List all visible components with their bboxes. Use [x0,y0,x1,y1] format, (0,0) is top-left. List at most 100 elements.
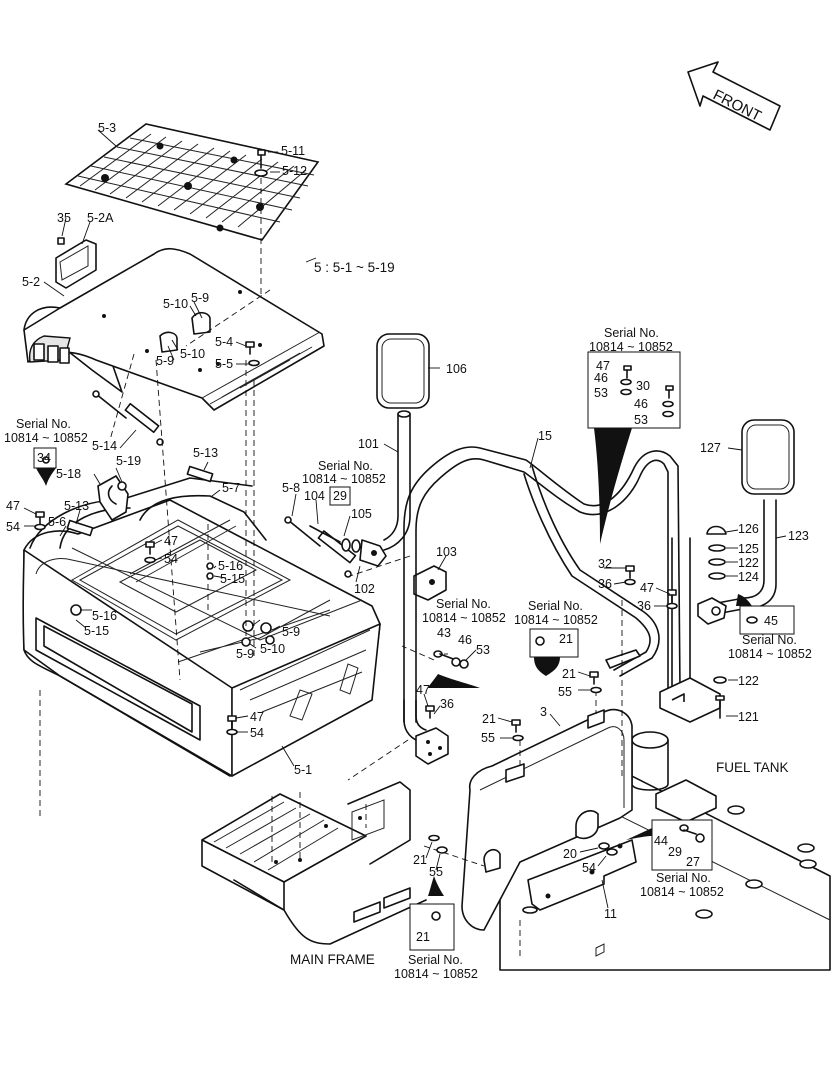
callout-104: 104 [304,489,325,503]
serial-box-34 [33,447,57,486]
serial-label: Serial No. [656,871,711,885]
callout-54: 54 [6,520,20,534]
pin-hardware-104 [309,525,387,567]
callout-5-15: 5-15 [220,572,245,586]
callout-5-5: 5-5 [215,357,233,371]
callout-127: 127 [700,441,721,455]
serial-box-45 [736,594,795,635]
callout-5-13: 5-13 [193,446,218,460]
serial-range: 10814 ~ 10852 [394,967,478,981]
gas-spring-5-14 [92,390,164,446]
callout-5-9: 5-9 [236,647,254,661]
serial-label: Serial No. [436,597,491,611]
callout-21: 21 [482,712,496,726]
callout-29: 29 [668,845,682,859]
mirror-stay-101 [383,410,411,551]
serial-box-43 [428,650,480,688]
callout-54: 54 [582,861,596,875]
callout-53: 53 [594,386,608,400]
callout-106: 106 [446,362,467,376]
fuel-tank-label: FUEL TANK [716,760,789,775]
callout-5-2: 5-2 [22,275,40,289]
callout-21: 21 [562,667,576,681]
callout-55: 55 [481,731,495,745]
bracket-103 [413,565,447,601]
callout-5-4: 5-4 [215,335,233,349]
callout-15: 15 [538,429,552,443]
callout-53: 53 [634,413,648,427]
callout-102: 102 [354,582,375,596]
callout-5-14: 5-14 [92,439,117,453]
callout-47: 47 [416,683,430,697]
side-cover-3 [461,708,633,931]
front-arrow: FRONT [687,61,781,131]
callout-47: 47 [164,534,178,548]
serial-label: Serial No. [604,326,659,340]
mirror-127 [741,419,795,495]
callout-21: 21 [413,853,427,867]
callout-5-7: 5-7 [222,481,240,495]
callout-121: 121 [738,710,759,724]
callout-5-10: 5-10 [260,642,285,656]
callout-5-10: 5-10 [163,297,188,311]
callouts: 5-3 5-11 5-12 35 5-2A 5-2 5-10 5-9 5-9 5… [6,121,809,944]
callout-54: 54 [250,726,264,740]
callout-47: 47 [596,359,610,373]
callout-5-9: 5-9 [156,354,174,368]
monitor-bracket [55,237,97,289]
callout-30: 30 [636,379,650,393]
callout-21: 21 [559,632,573,646]
rail-lower-bracket [605,649,641,669]
serial-label: Serial No. [742,633,797,647]
serial-box-44 [626,819,713,871]
callout-36: 36 [440,697,454,711]
serial-label: Serial No. [318,459,373,473]
scope-note: 5 : 5-1 ~ 5-19 [314,260,395,275]
callout-55: 55 [429,865,443,879]
serial-range: 10814 ~ 10852 [728,647,812,661]
callout-21: 21 [416,930,430,944]
callout-5-9: 5-9 [191,291,209,305]
callout-55: 55 [558,685,572,699]
gas-spring-5-8 [284,516,357,578]
serial-label: Serial No. [16,417,71,431]
main-frame [201,781,427,945]
fasteners [34,341,678,856]
callout-46: 46 [458,633,472,647]
callout-5-16: 5-16 [92,609,117,623]
serial-box-top-right [587,351,681,544]
callout-125: 125 [738,542,759,556]
latch-5-18 [97,475,129,521]
callout-122: 122 [738,556,759,570]
floor-mat [64,123,320,241]
alignment-lines [39,289,623,960]
rail-mount-plate [415,727,449,765]
cap-stack-126 [706,525,727,580]
callout-122: 122 [738,674,759,688]
grip-5-13-lower [66,519,94,537]
callout-126: 126 [738,522,759,536]
callout-5-12: 5-12 [282,164,307,178]
serial-range: 10814 ~ 10852 [640,885,724,899]
callout-5-6: 5-6 [48,515,66,529]
serial-label: Serial No. [408,953,463,967]
serial-range: 10814 ~ 10852 [422,611,506,625]
callout-43: 43 [437,626,451,640]
callout-27: 27 [686,855,700,869]
callout-47: 47 [250,710,264,724]
callout-5-3: 5-3 [98,121,116,135]
callout-5-8: 5-8 [282,481,300,495]
callout-11: 11 [604,907,617,921]
callout-34: 34 [37,451,51,465]
serial-labels: Serial No. 10814 ~ 10852 Serial No. 1081… [4,326,812,981]
callout-44: 44 [654,834,668,848]
mirror-106 [376,333,430,409]
serial-box-21a [529,628,579,676]
grip-5-13-upper [186,465,214,483]
callout-54: 54 [164,552,178,566]
callout-123: 123 [788,529,809,543]
serial-range: 10814 ~ 10852 [4,431,88,445]
serial-box-21b [409,876,455,951]
callout-5-9: 5-9 [282,625,300,639]
